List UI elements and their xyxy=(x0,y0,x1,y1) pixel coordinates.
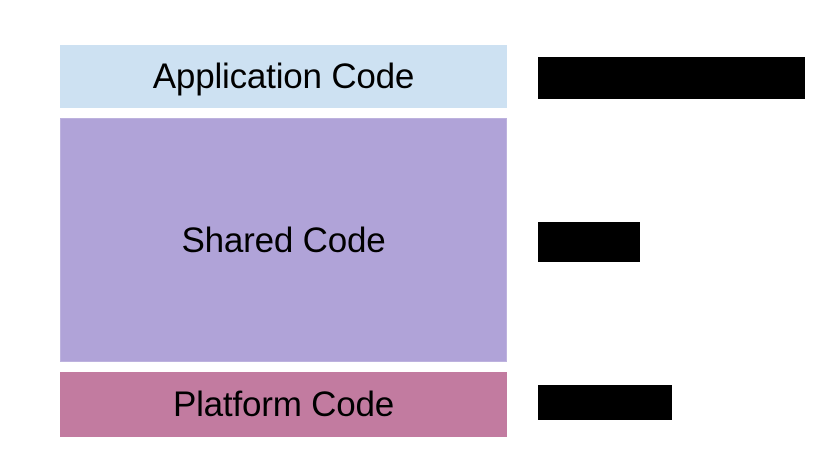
layer-label-shared-code: Shared Code xyxy=(181,220,386,260)
redaction-bar-shared-annotation xyxy=(538,222,640,262)
layer-box-platform-code: Platform Code xyxy=(60,372,507,437)
layer-label-platform-code: Platform Code xyxy=(172,385,395,424)
redaction-bar-platform-annotation xyxy=(538,385,672,420)
layer-label-application-code: Application Code xyxy=(152,57,415,96)
redaction-bar-application-annotation xyxy=(538,57,805,99)
layer-box-shared-code: Shared Code xyxy=(60,118,507,362)
layer-box-application-code: Application Code xyxy=(60,45,507,108)
